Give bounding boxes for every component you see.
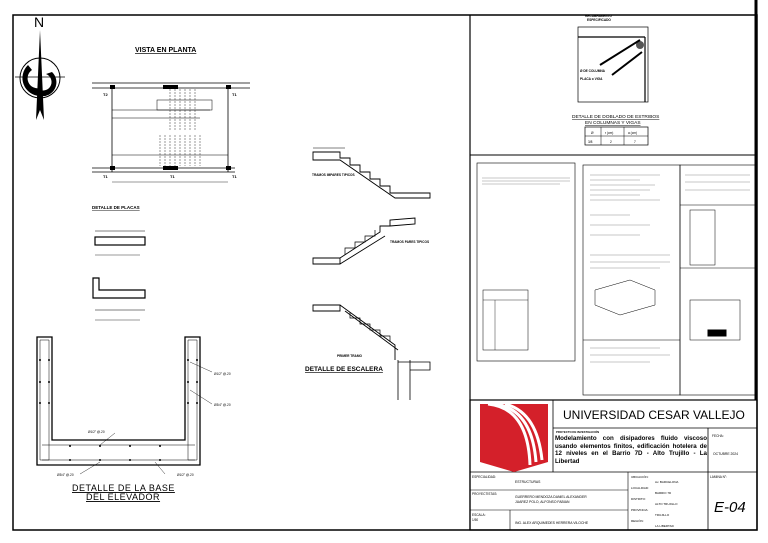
- elevator-base-detail: Ø1/2" @.20 Ø3/4" @.20 Ø1/2" @.20 Ø3/4" @…: [36, 336, 231, 502]
- svg-text:Av. BARCELONA: Av. BARCELONA: [655, 480, 678, 484]
- svg-text:EN COLUMNAS Y VIGAS: EN COLUMNAS Y VIGAS: [585, 120, 641, 126]
- north-arrow-icon: N: [15, 14, 65, 120]
- svg-text:REGIÓN:: REGIÓN:: [631, 518, 644, 523]
- svg-text:3/8: 3/8: [588, 140, 593, 144]
- svg-text:DETALLE DE PLACAS: DETALLE DE PLACAS: [92, 205, 140, 210]
- svg-text:ESTRUCTURAS: ESTRUCTURAS: [515, 480, 541, 484]
- svg-text:ESCALA:: ESCALA:: [472, 513, 486, 517]
- svg-text:2: 2: [610, 140, 612, 144]
- svg-text:Ø1/2" @.20: Ø1/2" @.20: [214, 372, 231, 376]
- svg-text:Ø DE COLUMNA: Ø DE COLUMNA: [580, 69, 606, 73]
- svg-text:DETALLE DE LA BASE: DETALLE DE LA BASE: [72, 483, 175, 493]
- svg-text:ESPECIFICADO: ESPECIFICADO: [587, 18, 611, 22]
- title-block: UNIVERSIDAD CESAR VALLEJO PROYECTO DE IN…: [469, 399, 758, 531]
- svg-text:JUAREZ POLO, ALFONSO FABIAN: JUAREZ POLO, ALFONSO FABIAN: [515, 500, 570, 504]
- svg-text:PROYECTO DE INVESTIGACIÓN: PROYECTO DE INVESTIGACIÓN: [556, 429, 599, 434]
- svg-text:Ø: Ø: [591, 131, 594, 135]
- stirrup-bending-detail: RECUBRIMIENTO ESPECIFICADO Ø DE COLUMNA …: [572, 14, 659, 146]
- svg-text:T1: T1: [232, 174, 237, 179]
- svg-text:Ø3/4" @.20: Ø3/4" @.20: [214, 403, 231, 407]
- svg-text:VISTA EN PLANTA: VISTA EN PLANTA: [135, 47, 196, 54]
- general-notes: [476, 162, 756, 396]
- svg-text:T2: T2: [103, 92, 108, 97]
- svg-text:Ø1/2" @.20: Ø1/2" @.20: [177, 473, 194, 477]
- svg-text:7: 7: [634, 140, 636, 144]
- project-title: Modelamiento con disipadores fluido visc…: [555, 435, 707, 465]
- university-name: UNIVERSIDAD CESAR VALLEJO: [563, 408, 745, 422]
- svg-text:DETALLE DE ESCALERA: DETALLE DE ESCALERA: [305, 366, 383, 373]
- slab-detail: DETALLE DE PLACAS: [92, 205, 146, 321]
- svg-text:TRAMOS IMPARES TIPICOS: TRAMOS IMPARES TIPICOS: [312, 173, 355, 177]
- svg-text:PROYECTISTAS:: PROYECTISTAS:: [472, 492, 497, 496]
- svg-text:N: N: [34, 14, 44, 30]
- svg-text:ESPECIALIDAD:: ESPECIALIDAD:: [472, 475, 496, 479]
- svg-text:DETALLE DE DOBLADO DE ESTRIBOS: DETALLE DE DOBLADO DE ESTRIBOS: [572, 114, 659, 120]
- svg-text:a (cm): a (cm): [628, 131, 637, 135]
- svg-text:ALTO TRUJILLO: ALTO TRUJILLO: [655, 502, 678, 506]
- svg-text:T1: T1: [170, 174, 175, 179]
- svg-text:FECHA:: FECHA:: [712, 434, 724, 438]
- university-logo: [480, 402, 548, 472]
- svg-text:PRIMER TRAMO: PRIMER TRAMO: [337, 354, 362, 358]
- svg-text:1/50: 1/50: [472, 518, 478, 522]
- svg-text:r (cm): r (cm): [605, 131, 613, 135]
- svg-text:LA LIBERTAD: LA LIBERTAD: [655, 524, 675, 528]
- svg-text:LOCALIDAD:: LOCALIDAD:: [631, 486, 649, 490]
- svg-text:ING. ALEX ARQUIMEDES HERRERA V: ING. ALEX ARQUIMEDES HERRERA VILOCHE: [515, 521, 589, 525]
- svg-text:Ø1/2" @.20: Ø1/2" @.20: [88, 430, 105, 434]
- svg-text:PLACA o VIGA: PLACA o VIGA: [580, 77, 603, 81]
- svg-text:UBICACIÓN:: UBICACIÓN:: [631, 474, 649, 479]
- svg-text:PROVINCIA:: PROVINCIA:: [631, 508, 649, 512]
- svg-text:DEL ELEVADOR: DEL ELEVADOR: [86, 492, 160, 502]
- svg-text:RECUBRIMIENTO: RECUBRIMIENTO: [585, 14, 612, 18]
- stair-detail: TRAMOS IMPARES TIPICOS TRAMOS PARES TIPI…: [305, 147, 431, 400]
- svg-text:TRAMOS PARES TIPICOS: TRAMOS PARES TIPICOS: [390, 240, 429, 244]
- svg-text:T1: T1: [103, 174, 108, 179]
- svg-text:Ø3/4" @.20: Ø3/4" @.20: [57, 473, 74, 477]
- svg-text:BARRIO 7D: BARRIO 7D: [655, 491, 672, 495]
- svg-text:GUERRERO MENDOZA DANIEL ALEXAN: GUERRERO MENDOZA DANIEL ALEXANDER: [515, 495, 587, 499]
- svg-text:OCTUBRE 2024: OCTUBRE 2024: [713, 452, 738, 456]
- svg-text:T1: T1: [232, 92, 237, 97]
- svg-text:TRUJILLO: TRUJILLO: [655, 513, 670, 517]
- plan-view: VISTA EN PLANTA T2 T1 T1 T1 T: [92, 47, 250, 183]
- sheet-number: E-04: [714, 499, 746, 516]
- svg-text:LAMINA N°:: LAMINA N°:: [710, 475, 727, 479]
- svg-text:DISTRITO:: DISTRITO:: [631, 497, 646, 501]
